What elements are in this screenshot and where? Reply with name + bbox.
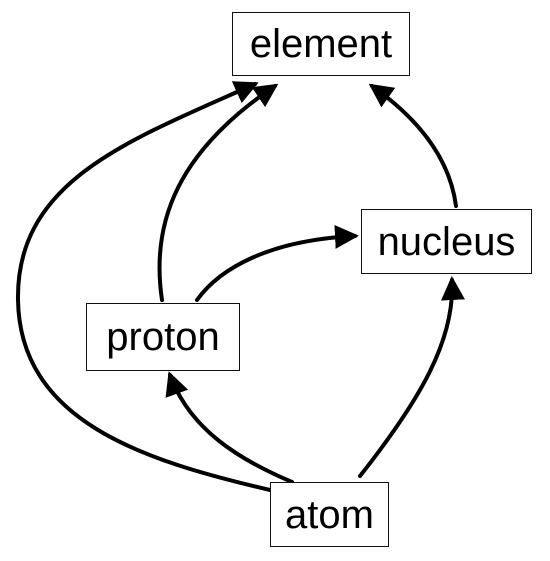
node-atom: atom [270, 482, 389, 547]
node-nucleus-label: nucleus [377, 219, 516, 264]
edge-proton-to-element [157, 83, 279, 302]
node-proton: proton [86, 303, 240, 371]
node-element: element [232, 12, 410, 76]
node-nucleus: nucleus [361, 209, 532, 274]
edge-atom-to-nucleus [358, 276, 465, 478]
edge-atom-to-proton [165, 371, 294, 484]
node-element-label: element [249, 22, 393, 66]
edge-nucleus-to-element [368, 83, 458, 208]
edge-proton-to-nucleus [195, 224, 359, 302]
node-proton-label: proton [106, 315, 220, 359]
node-atom-label: atom [285, 492, 374, 537]
edge-atom-to-element [15, 81, 272, 492]
